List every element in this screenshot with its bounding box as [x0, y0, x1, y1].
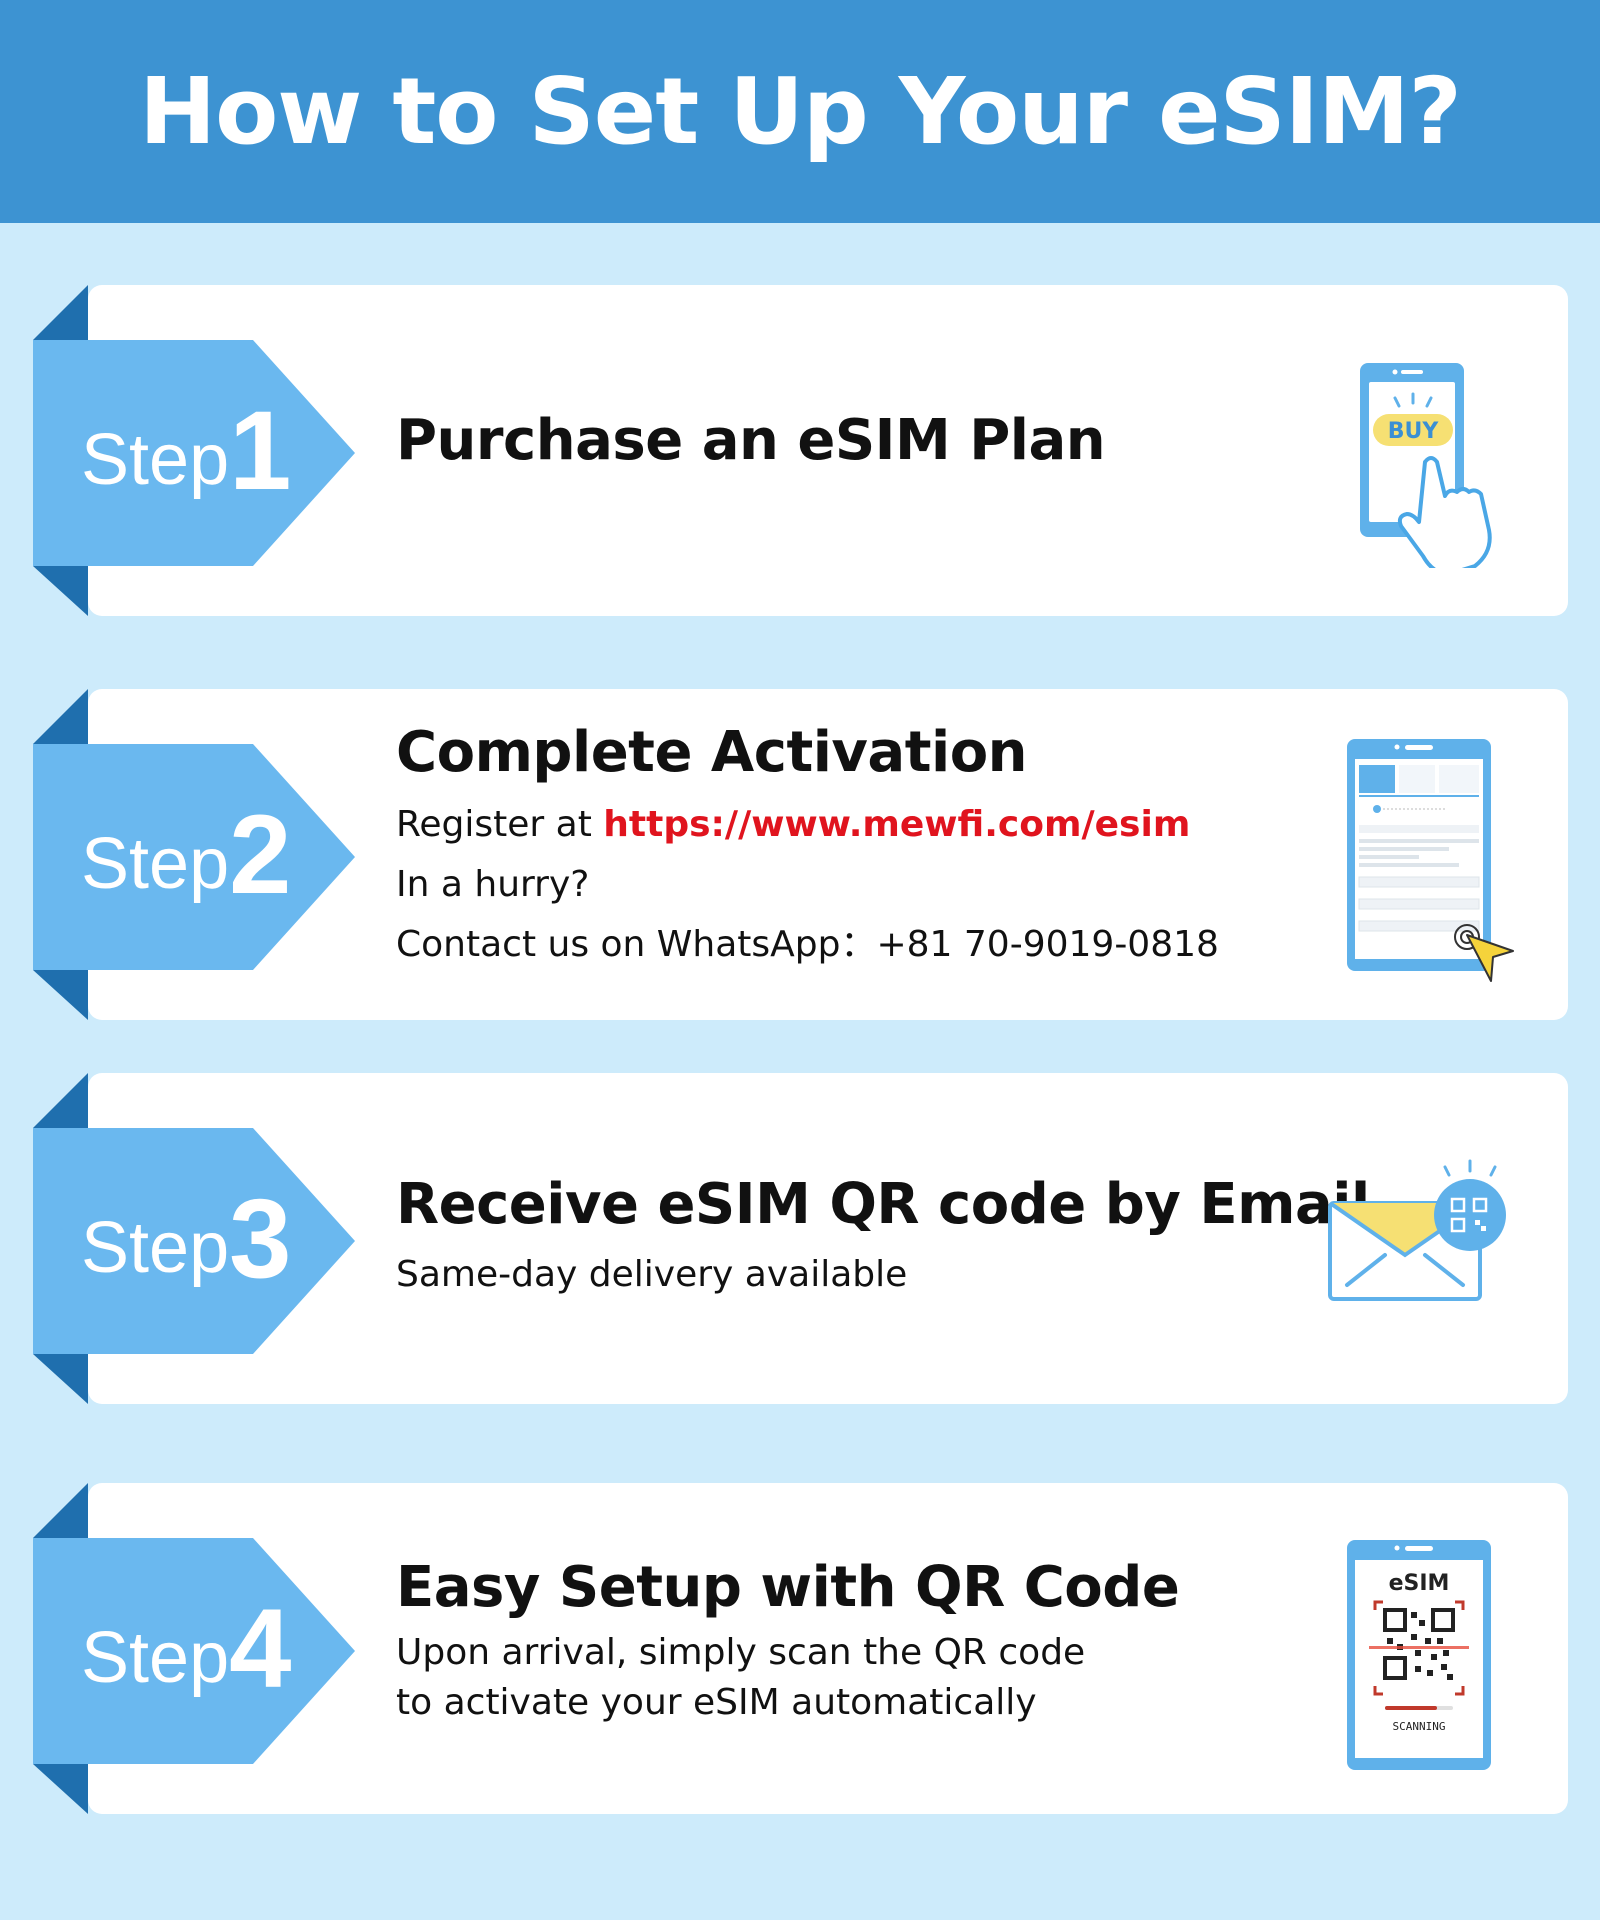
- step-3-title: Receive eSIM QR code by Email: [396, 1172, 1370, 1237]
- step-4-line-1: Upon arrival, simply scan the QR code: [396, 1632, 1086, 1673]
- register-link[interactable]: https://www.mewfi.com/esim: [603, 804, 1191, 845]
- step-3-label: Step 3: [81, 1073, 291, 1404]
- step-4-line-2: to activate your eSIM automatically: [396, 1682, 1037, 1723]
- step-4-content: Easy Setup with QR Code Upon arrival, si…: [396, 1555, 1180, 1728]
- step-1-label: Step 1: [81, 285, 291, 616]
- step-word: Step: [81, 1207, 230, 1288]
- step-number: 1: [229, 387, 292, 513]
- page-title: How to Set Up Your eSIM?: [139, 58, 1462, 165]
- step-2-title: Complete Activation: [396, 720, 1028, 785]
- phone-form-cursor-icon: [1345, 737, 1515, 982]
- step-number: 4: [229, 1585, 292, 1711]
- svg-text:eSIM: eSIM: [1389, 1571, 1450, 1596]
- hurry-text: In a hurry?: [396, 864, 590, 905]
- step-2-content: Complete Activation Register at https://…: [396, 720, 1219, 975]
- step-number: 3: [229, 1175, 292, 1301]
- step-1-content: Purchase an eSIM Plan: [396, 408, 1106, 473]
- header-banner: How to Set Up Your eSIM?: [0, 0, 1600, 223]
- whatsapp-contact: Contact us on WhatsApp：+81 70-9019-0818: [396, 924, 1219, 965]
- svg-text:SCANNING: SCANNING: [1393, 1720, 1446, 1733]
- step-2-ribbon: Step 2: [33, 689, 358, 1020]
- step-number: 2: [229, 791, 292, 917]
- step-3-subtitle: Same-day delivery available: [396, 1254, 908, 1295]
- step-3-content: Receive eSIM QR code by Email Same-day d…: [396, 1172, 1370, 1305]
- step-4-ribbon: Step 4: [33, 1483, 358, 1814]
- step-word: Step: [81, 823, 230, 904]
- step-1-title: Purchase an eSIM Plan: [396, 408, 1106, 473]
- step-4-title: Easy Setup with QR Code: [396, 1555, 1180, 1620]
- step-4-label: Step 4: [81, 1483, 291, 1814]
- svg-text:BUY: BUY: [1388, 419, 1440, 444]
- step-1-ribbon: Step 1: [33, 285, 358, 616]
- register-line: Register at https://www.mewfi.com/esim: [396, 795, 1219, 855]
- phone-buy-hand-icon: BUY: [1355, 358, 1525, 576]
- phone-qr-scan-icon: eSIM SCANNING: [1345, 1538, 1495, 1773]
- email-qr-icon: [1325, 1155, 1515, 1305]
- step-word: Step: [81, 419, 230, 500]
- step-3-ribbon: Step 3: [33, 1073, 358, 1404]
- register-prefix: Register at: [396, 804, 604, 845]
- step-word: Step: [81, 1617, 230, 1698]
- step-2-label: Step 2: [81, 689, 291, 1020]
